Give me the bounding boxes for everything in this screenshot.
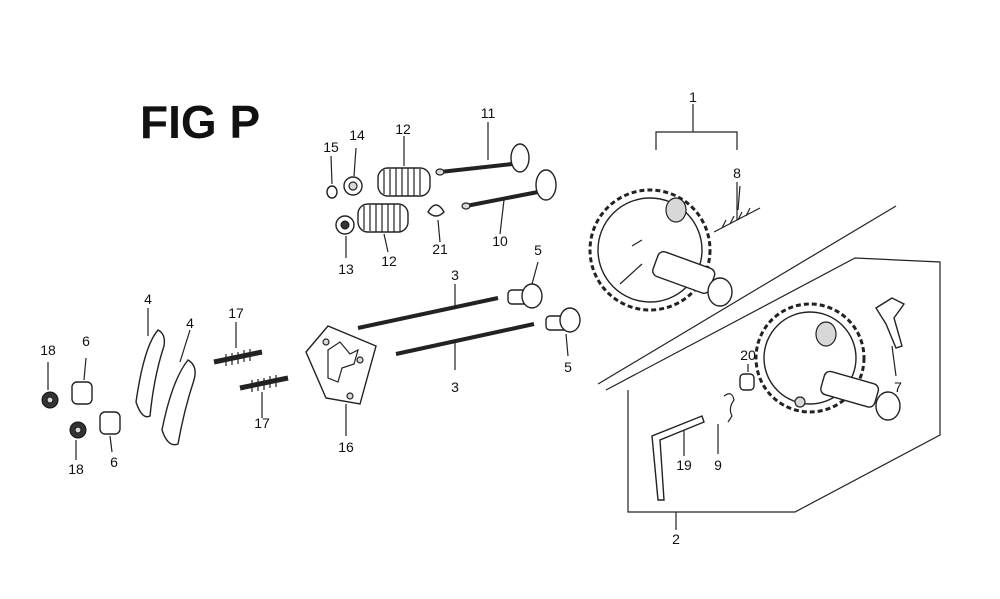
push-rod-lower (395, 322, 535, 356)
callout-numbers: 1 2 3 3 4 4 5 5 6 6 7 8 9 10 11 12 12 13… (40, 89, 902, 547)
push-rod-upper (357, 296, 499, 330)
callout-4-left: 4 (144, 291, 152, 307)
callout-14: 14 (349, 127, 365, 143)
pin-20 (739, 373, 755, 391)
callout-11: 11 (481, 105, 496, 121)
callout-7: 7 (894, 379, 902, 395)
callout-18-upper: 18 (40, 342, 56, 358)
camshaft-gear-lower (754, 302, 901, 421)
valve-exhaust (435, 143, 530, 176)
rocker-arm-left (135, 329, 166, 418)
camshaft-assembly-outline (597, 205, 941, 513)
leader-lines (47, 104, 897, 530)
callout-12-lower: 12 (381, 253, 397, 269)
callout-1: 1 (689, 89, 697, 105)
callout-6-upper: 6 (82, 333, 90, 349)
callout-20: 20 (740, 347, 756, 363)
valve-seal-21 (427, 204, 445, 217)
valve-cap-15 (326, 185, 338, 199)
callout-17-upper: 17 (228, 305, 244, 321)
rocker-pivot-bolt-upper (213, 349, 263, 366)
callout-18-lower: 18 (68, 461, 84, 477)
tappet-upper (507, 283, 543, 309)
tappet-lower (545, 307, 581, 333)
callout-3-lower: 3 (451, 379, 459, 395)
callout-5-upper: 5 (534, 242, 542, 258)
callout-15: 15 (323, 139, 339, 155)
decompressor-weight-7 (875, 297, 906, 349)
valve-spring-lower (357, 203, 409, 233)
callout-4-right: 4 (186, 315, 194, 331)
callout-12-upper: 12 (395, 121, 411, 137)
hex-wrench-19 (651, 415, 705, 501)
callout-6-lower: 6 (110, 454, 118, 470)
callout-21: 21 (432, 241, 448, 257)
callout-9: 9 (714, 457, 722, 473)
callout-10: 10 (492, 233, 508, 249)
callout-17-lower: 17 (254, 415, 270, 431)
return-spring-9 (723, 393, 735, 423)
callout-13: 13 (338, 261, 354, 277)
callout-16: 16 (338, 439, 354, 455)
rocker-pivot-bolt-lower (239, 375, 289, 392)
callout-5-lower: 5 (564, 359, 572, 375)
rocker-arm-right (161, 359, 196, 446)
callout-19: 19 (676, 457, 692, 473)
valve-spring-upper (377, 167, 431, 197)
callout-3-upper: 3 (451, 267, 459, 283)
valve-intake (461, 169, 557, 210)
push-rod-guide-plate (305, 325, 377, 405)
callout-8: 8 (733, 165, 741, 181)
adjuster-lower (99, 411, 121, 435)
callout-2: 2 (672, 531, 680, 547)
figure-title: FIG P (140, 96, 260, 148)
adjuster-upper (71, 381, 93, 405)
camshaft-gear-upper (588, 188, 733, 312)
